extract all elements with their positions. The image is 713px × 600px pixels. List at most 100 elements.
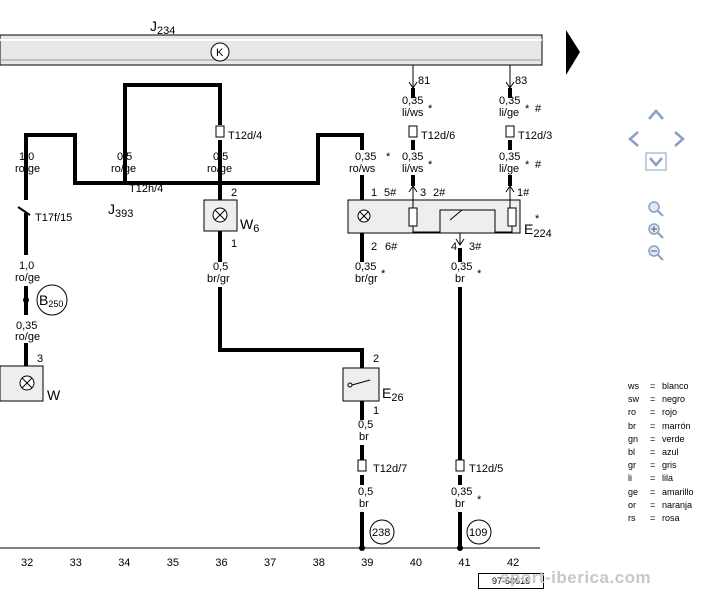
svg-text:0,35: 0,35 [16, 320, 37, 332]
svg-text:0,5: 0,5 [213, 261, 228, 273]
svg-text:2: 2 [371, 241, 377, 253]
legend-color-name: azul [662, 447, 679, 458]
column-number: 32 [21, 557, 33, 569]
nav-left-icon[interactable] [628, 131, 639, 147]
svg-text:T12h/4: T12h/4 [129, 183, 163, 195]
ref-109 [466, 519, 492, 545]
svg-text:0,5: 0,5 [117, 151, 132, 163]
legend-row: li=lila [628, 472, 694, 485]
nav-up-icon[interactable] [648, 109, 664, 120]
svg-text:br: br [455, 273, 465, 285]
svg-text:0,35: 0,35 [355, 261, 376, 273]
svg-text:81: 81 [418, 75, 430, 87]
b250-label: B250 [39, 292, 63, 309]
svg-text:br: br [359, 431, 369, 443]
svg-text:3: 3 [37, 353, 43, 365]
legend-code: ro [628, 407, 637, 418]
wire-ro-ge-34 [123, 83, 222, 183]
svg-text:3#: 3# [469, 241, 482, 253]
svg-text:T12d/3: T12d/3 [518, 130, 552, 142]
svg-text:*: * [525, 103, 530, 115]
legend-color-name: rosa [662, 513, 680, 524]
legend-row: sw=negro [628, 393, 694, 406]
svg-text:br: br [455, 498, 465, 510]
svg-text:ro/ws: ro/ws [349, 163, 376, 175]
svg-text:li/ws: li/ws [402, 163, 424, 175]
svg-text:0,35: 0,35 [451, 486, 472, 498]
svg-text:ro/ge: ro/ge [207, 163, 232, 175]
svg-text:br: br [359, 498, 369, 510]
svg-text:0,35: 0,35 [402, 95, 423, 107]
legend-color-name: naranja [662, 499, 693, 510]
nav-down-icon[interactable] [645, 152, 667, 171]
svg-text:br/gr: br/gr [355, 273, 378, 285]
component-e26 [342, 367, 380, 402]
svg-text:238: 238 [372, 527, 390, 539]
svg-text:ro/ge: ro/ge [15, 163, 40, 175]
svg-text:0,35: 0,35 [499, 151, 520, 163]
w6-label: W6 [240, 216, 259, 235]
svg-text:0,35: 0,35 [451, 261, 472, 273]
legend-equals: = [650, 513, 656, 524]
bus-k-symbol [210, 42, 230, 62]
legend-row: gn=verde [628, 433, 694, 446]
svg-text:br/gr: br/gr [207, 273, 230, 285]
svg-text:li/ge: li/ge [499, 163, 519, 175]
legend-color-name: blanco [662, 381, 689, 391]
svg-text:0,5: 0,5 [358, 419, 373, 431]
legend-row: ge=amarillo [628, 486, 694, 499]
legend-color-name: verde [662, 433, 685, 444]
svg-text:2#: 2# [433, 187, 446, 199]
column-number: 39 [361, 557, 373, 569]
legend-row: gr=gris [628, 459, 694, 472]
svg-text:#: # [535, 159, 542, 171]
legend-color-name: negro [662, 394, 686, 405]
svg-text:K: K [216, 47, 224, 59]
svg-text:6#: 6# [385, 241, 398, 253]
legend-code: sw [628, 394, 639, 405]
svg-text:T12d/4: T12d/4 [228, 130, 262, 142]
svg-text:*: * [386, 151, 391, 163]
zoom-out-icon[interactable] [648, 245, 664, 261]
legend-code: ge [628, 486, 639, 497]
zoom-in-icon[interactable] [648, 223, 664, 239]
next-page-arrow[interactable] [566, 30, 580, 75]
svg-text:3: 3 [420, 187, 426, 199]
legend-row: or=naranja [628, 499, 694, 512]
svg-text:*: * [525, 159, 530, 171]
legend-color-name: lila [662, 473, 674, 484]
legend-code: br [628, 420, 637, 431]
svg-text:0,5: 0,5 [213, 151, 228, 163]
svg-text:ro/ge: ro/ge [15, 272, 40, 284]
svg-text:4: 4 [451, 241, 457, 253]
svg-text:0,5: 0,5 [358, 486, 373, 498]
svg-text:T17f/15: T17f/15 [35, 212, 72, 224]
svg-text:1: 1 [371, 187, 377, 199]
nav-right-icon[interactable] [674, 131, 685, 147]
e224-label: E224 [524, 221, 552, 240]
column-number: 34 [118, 557, 130, 569]
column-number: 38 [313, 557, 325, 569]
legend-color-name: rojo [662, 407, 678, 418]
svg-text:1: 1 [231, 238, 237, 250]
svg-text:T12d/7: T12d/7 [373, 463, 407, 475]
legend-code: ws [628, 381, 639, 391]
svg-text:*: * [477, 268, 482, 280]
legend-equals: = [650, 420, 656, 431]
search-icon[interactable] [648, 201, 664, 217]
legend-code: li [628, 473, 632, 484]
column-number: 36 [215, 557, 227, 569]
svg-text:*: * [428, 159, 433, 171]
svg-text:T12d/6: T12d/6 [421, 130, 455, 142]
ref-238 [369, 519, 395, 545]
legend-color-name: marrón [662, 420, 691, 431]
svg-text:83: 83 [515, 75, 527, 87]
component-e224 [347, 199, 521, 234]
svg-text:0,35: 0,35 [402, 151, 423, 163]
svg-text:li/ge: li/ge [499, 107, 519, 119]
svg-text:*: * [535, 213, 540, 225]
svg-text:*: * [477, 494, 482, 506]
